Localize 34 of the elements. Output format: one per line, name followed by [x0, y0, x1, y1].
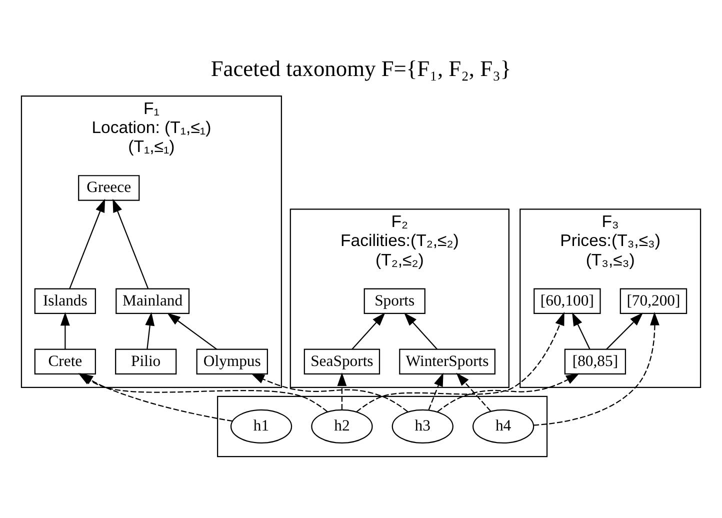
- arrow: [69, 198, 106, 288]
- node-box: [70,200]: [620, 288, 688, 314]
- node-box: [60,100]: [534, 288, 601, 314]
- node-box: Mainland: [116, 288, 190, 314]
- arrow: [60, 312, 70, 349]
- node-box: WinterSports: [399, 348, 496, 374]
- arrow: [167, 312, 218, 350]
- arrow: [356, 311, 564, 412]
- arrow: [337, 372, 347, 410]
- arrow: [250, 372, 408, 412]
- node-ellipse: h2: [311, 408, 373, 443]
- node-ellipse: h4: [472, 408, 534, 443]
- arrow: [404, 312, 438, 350]
- diagram-title: Faceted taxonomy F={F₁, F₂, F₃}: [210, 55, 512, 80]
- node-box: [80,85]: [564, 348, 626, 374]
- node-box: Sports: [364, 288, 426, 314]
- node-box: Crete: [34, 348, 96, 374]
- node-box: Olympus: [196, 348, 268, 374]
- arrow: [112, 198, 149, 288]
- arrow: [428, 372, 444, 410]
- node-ellipse: h1: [230, 408, 292, 443]
- arrow: [606, 312, 644, 350]
- node-box: SeaSports: [304, 348, 380, 374]
- arrow: [572, 312, 590, 350]
- arrow: [145, 312, 155, 349]
- node-box: Islands: [34, 288, 96, 314]
- arrow: [534, 311, 660, 426]
- node-box: Pilio: [115, 348, 177, 374]
- cluster: [217, 395, 548, 457]
- arrow: [456, 372, 492, 412]
- arrow: [352, 312, 386, 350]
- arrow: [437, 372, 580, 412]
- node-ellipse: h3: [392, 408, 454, 443]
- node-box: Greece: [78, 174, 140, 200]
